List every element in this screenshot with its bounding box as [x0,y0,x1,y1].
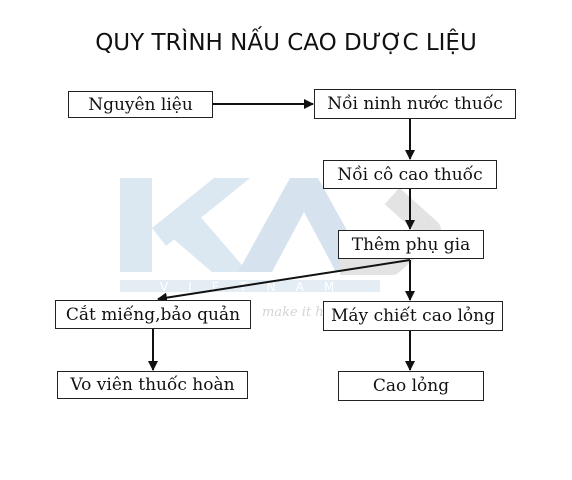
watermark-bar [120,280,380,292]
node-vo-vien-thuoc-hoan: Vo viên thuốc hoàn [57,371,248,399]
node-cat-mieng-bao-quan: Cắt miếng,bảo quản [55,300,251,329]
watermark-slogan: make it hap [262,305,340,320]
watermark-subtext: VIETNAM [160,280,354,294]
node-them-phu-gia: Thêm phụ gia [338,230,484,259]
node-cao-long: Cao lỏng [338,371,484,401]
arrow-them-phu-gia-to-cat-mieng [157,259,411,303]
watermark-k-letter [120,178,250,272]
node-nguyen-lieu: Nguyên liệu [68,91,213,118]
node-noi-ninh-nuoc-thuoc: Nồi ninh nước thuốc [314,89,516,119]
page-title: QUY TRÌNH NẤU CAO DƯỢC LIỆU [95,30,477,56]
watermark-a-letter [238,178,370,272]
node-may-chiet-cao-long: Máy chiết cao lỏng [323,301,503,331]
node-noi-co-cao-thuoc: Nồi cô cao thuốc [323,160,497,189]
